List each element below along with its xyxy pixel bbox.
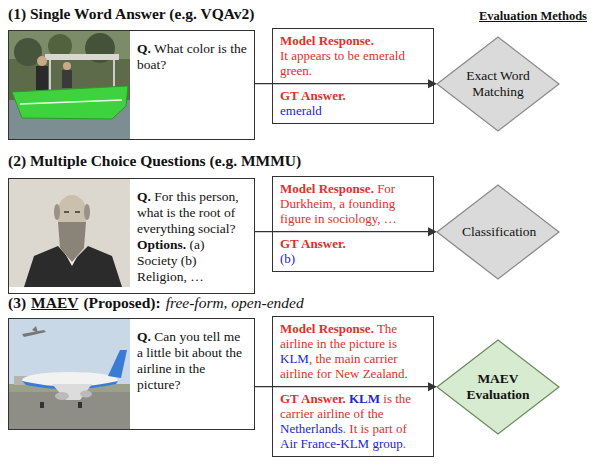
node-text: (b) (280, 251, 295, 266)
node-text: Model Response. (280, 33, 374, 48)
diamond-text: Exact Word Matching (462, 68, 534, 100)
node-text: Netherlands (280, 421, 343, 436)
question-text: Q. Can you tell me a little bit about th… (9, 319, 254, 399)
gt-answer-part: GT Answer. KLM is the carrier airline of… (273, 386, 433, 456)
node-text: Q. (137, 189, 151, 204)
column-heading: Evaluation Methods (479, 9, 587, 24)
response-box: Model Response. For Durkheim, a founding… (272, 176, 434, 272)
airplane-photo (9, 319, 130, 430)
node-text: . (403, 436, 406, 451)
diamond-shape (437, 37, 559, 131)
node-text: For this person, what is the root of eve… (137, 189, 239, 236)
diamond-text-area: Classification (436, 184, 560, 280)
node-text: Options. (137, 237, 186, 252)
node-text: Exact Word Matching (466, 68, 530, 99)
node-text: Q. (137, 41, 151, 56)
gt-answer-part: GT Answer.(b) (273, 231, 433, 271)
question-box: Q. For this person, what is the root of … (8, 178, 255, 294)
section-heading: (2) Multiple Choice Questions (e.g. MMMU… (8, 152, 301, 170)
question-text: Q. What color is the boat? (9, 31, 254, 79)
diamond-text: MAEV Evaluation (462, 371, 534, 403)
question-box: Q. What color is the boat? (8, 30, 255, 140)
section-heading: (Proposed): (83, 294, 160, 312)
evaluation-diamond: Exact Word Matching (436, 36, 560, 132)
method-name: MAEV (31, 294, 78, 312)
node-text: . It is part of (343, 421, 407, 436)
gt-answer-part: GT Answer.emerald (273, 83, 433, 123)
diamond-shape (437, 340, 559, 434)
model-response-part: Model Response.It appears to be emerald … (273, 29, 433, 83)
node-text: . (405, 366, 408, 381)
node-text: Q. (137, 329, 151, 344)
node-text: Classification (462, 224, 536, 239)
diamond-shape (437, 185, 559, 279)
node-text: Can you tell me a little bit about the a… (137, 329, 242, 392)
node-text: GT Answer. (280, 88, 346, 103)
portrait-photo (9, 179, 130, 287)
response-box: Model Response.It appears to be emerald … (272, 28, 434, 124)
section-heading: (1) Single Word Answer (e.g. VQAv2) (8, 5, 254, 23)
node-text: MAEV Evaluation (466, 371, 529, 402)
evaluation-diamond: Classification (436, 184, 560, 280)
node-text: New Zealand (335, 366, 405, 381)
node-text: Model Response. (280, 321, 374, 336)
question-text: Q. For this person, what is the root of … (9, 179, 254, 291)
model-response-part: Model Response. For Durkheim, a founding… (273, 177, 433, 231)
heading-row: (3) MAEV (Proposed): free-form, open-ended (8, 294, 304, 312)
node-text: What color is the boat? (137, 41, 247, 72)
node-text: KLM (349, 391, 380, 406)
node-text: It appears to be emerald green. (280, 48, 405, 78)
node-text: GT Answer. (280, 236, 346, 251)
node-text: emerald (280, 103, 322, 118)
node-text: Air France-KLM group (280, 436, 403, 451)
node-text: Model Response. (280, 181, 374, 196)
question-box: Q. Can you tell me a little bit about th… (8, 318, 255, 430)
diamond-text-area: Exact Word Matching (436, 36, 560, 132)
section-number: (3) (8, 294, 26, 312)
node-text: GT Answer. (280, 391, 346, 406)
model-response-part: Model Response. The airline in the pictu… (273, 317, 433, 386)
response-box: Model Response. The airline in the pictu… (272, 316, 434, 457)
diamond-text-area: MAEV Evaluation (436, 339, 560, 435)
section-subtitle: free-form, open-ended (166, 294, 304, 312)
evaluation-diamond: MAEV Evaluation (436, 339, 560, 435)
node-text: KLM (280, 351, 309, 366)
boat-photo (9, 31, 130, 139)
diamond-text: Classification (462, 224, 534, 240)
